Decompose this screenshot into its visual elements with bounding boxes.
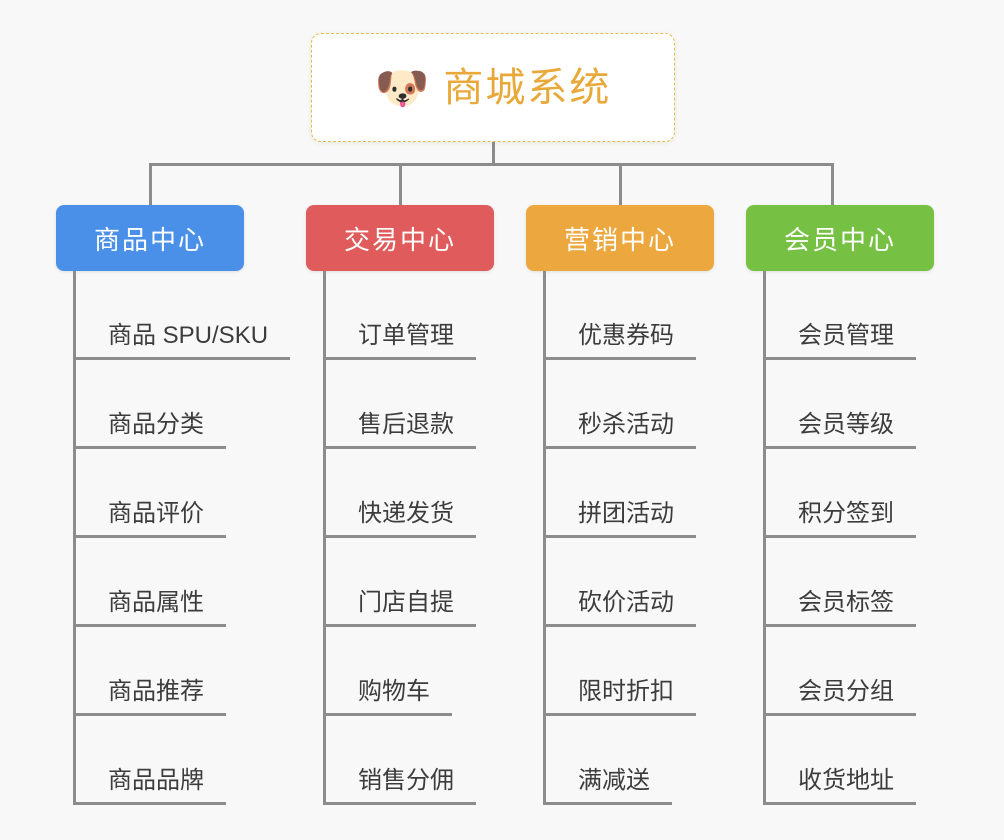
leaf-label: 快递发货 [326, 500, 476, 538]
leaf-label: 订单管理 [326, 322, 476, 360]
leaf-label: 商品推荐 [76, 678, 226, 716]
list-item[interactable]: 商品 SPU/SKU [73, 271, 291, 360]
list-item[interactable]: 会员标签 [763, 538, 934, 627]
list-item[interactable]: 订单管理 [323, 271, 494, 360]
branch-trunk [73, 271, 76, 805]
leaf-label: 会员等级 [766, 411, 916, 449]
branch-trunk [763, 271, 766, 805]
list-item[interactable]: 门店自提 [323, 538, 494, 627]
branch-items-member-center: 会员管理 会员等级 积分签到 会员标签 会员分组 收货地址 [763, 271, 934, 805]
list-item[interactable]: 收货地址 [763, 716, 934, 805]
list-item[interactable]: 拼团活动 [543, 449, 714, 538]
connector-drop-1 [149, 163, 152, 207]
list-item[interactable]: 商品评价 [73, 449, 244, 538]
list-item[interactable]: 秒杀活动 [543, 360, 714, 449]
branch-items-product-center: 商品 SPU/SKU 商品分类 商品评价 商品属性 商品推荐 商品品牌 [73, 271, 291, 805]
branch-header-label: 商品中心 [93, 224, 206, 255]
list-item[interactable]: 会员管理 [763, 271, 934, 360]
leaf-label: 限时折扣 [546, 678, 696, 716]
list-item[interactable]: 会员等级 [763, 360, 934, 449]
root-node-title: 商城系统 [443, 65, 612, 110]
connector-drop-3 [619, 163, 622, 207]
leaf-label: 会员标签 [766, 589, 916, 627]
leaf-label: 秒杀活动 [546, 411, 696, 449]
list-item[interactable]: 商品品牌 [73, 716, 244, 805]
branch-header-marketing-center[interactable]: 营销中心 [526, 205, 714, 271]
branch-items-trade-center: 订单管理 售后退款 快递发货 门店自提 购物车 销售分佣 [323, 271, 494, 805]
branch-header-member-center[interactable]: 会员中心 [746, 205, 934, 271]
list-item[interactable]: 售后退款 [323, 360, 494, 449]
branch-items-marketing-center: 优惠券码 秒杀活动 拼团活动 砍价活动 限时折扣 满减送 [543, 271, 714, 805]
leaf-label: 满减送 [546, 767, 672, 805]
leaf-label: 会员管理 [766, 322, 916, 360]
branch-member-center: 会员中心 会员管理 会员等级 积分签到 会员标签 会员分组 收货地址 [746, 205, 934, 805]
root-node-shop-system[interactable]: 🐶 商城系统 [311, 33, 675, 142]
list-item[interactable]: 商品属性 [73, 538, 244, 627]
list-item[interactable]: 快递发货 [323, 449, 494, 538]
leaf-label: 销售分佣 [326, 767, 476, 805]
branch-trunk [543, 271, 546, 805]
list-item[interactable]: 限时折扣 [543, 627, 714, 716]
branch-trade-center: 交易中心 订单管理 售后退款 快递发货 门店自提 购物车 销售分佣 [306, 205, 494, 805]
list-item[interactable]: 购物车 [323, 627, 494, 716]
branch-marketing-center: 营销中心 优惠券码 秒杀活动 拼团活动 砍价活动 限时折扣 满减送 [526, 205, 714, 805]
list-item[interactable]: 砍价活动 [543, 538, 714, 627]
list-item[interactable]: 优惠券码 [543, 271, 714, 360]
leaf-label: 门店自提 [326, 589, 476, 627]
leaf-label: 优惠券码 [546, 322, 696, 360]
leaf-label: 商品属性 [76, 589, 226, 627]
branch-product-center: 商品中心 商品 SPU/SKU 商品分类 商品评价 商品属性 商品推荐 商品品牌 [56, 205, 291, 805]
leaf-label: 商品评价 [76, 500, 226, 538]
connector-drop-2 [399, 163, 402, 207]
list-item[interactable]: 销售分佣 [323, 716, 494, 805]
leaf-label: 商品品牌 [76, 767, 226, 805]
connector-horizontal-bus [149, 163, 834, 166]
list-item[interactable]: 商品分类 [73, 360, 244, 449]
branch-header-label: 营销中心 [563, 224, 676, 255]
leaf-label: 拼团活动 [546, 500, 696, 538]
leaf-label: 积分签到 [766, 500, 916, 538]
list-item[interactable]: 商品推荐 [73, 627, 244, 716]
leaf-label: 砍价活动 [546, 589, 696, 627]
leaf-label: 购物车 [326, 678, 452, 716]
list-item[interactable]: 积分签到 [763, 449, 934, 538]
branch-header-product-center[interactable]: 商品中心 [56, 205, 244, 271]
leaf-label: 会员分组 [766, 678, 916, 716]
leaf-label: 收货地址 [766, 767, 916, 805]
list-item[interactable]: 满减送 [543, 716, 714, 805]
leaf-label: 售后退款 [326, 411, 476, 449]
leaf-label: 商品 SPU/SKU [76, 322, 291, 360]
list-item[interactable]: 会员分组 [763, 627, 934, 716]
branch-trunk [323, 271, 326, 805]
branch-header-label: 交易中心 [343, 224, 456, 255]
connector-drop-4 [831, 163, 834, 207]
shiba-dog-icon: 🐶 [374, 63, 430, 113]
connector-root-stem [492, 142, 495, 165]
leaf-label: 商品分类 [76, 411, 226, 449]
branch-header-trade-center[interactable]: 交易中心 [306, 205, 494, 271]
branch-header-label: 会员中心 [783, 224, 896, 255]
